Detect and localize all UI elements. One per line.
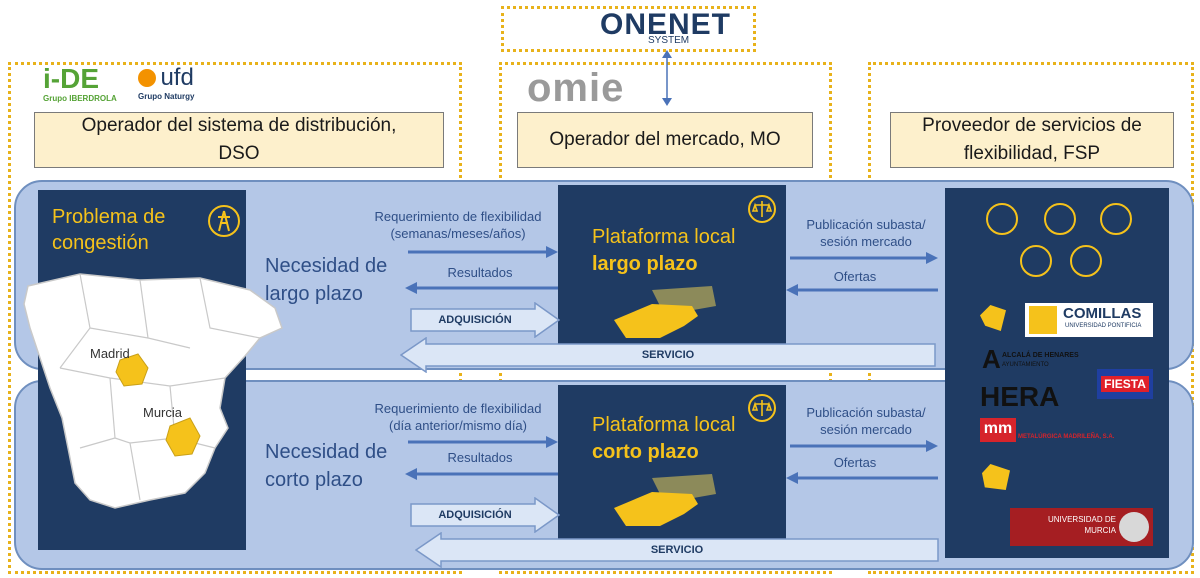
- short-term-platform-line2: corto plazo: [592, 441, 699, 463]
- ufd-logo-sub: Grupo Naturgy: [138, 92, 195, 101]
- short-term-pub-label: Publicación subasta/ sesión mercado: [806, 405, 926, 437]
- long-term-pub-arrow: [790, 252, 938, 264]
- long-term-platform-line2: largo plazo: [592, 253, 698, 275]
- ufd-logo-text: ufd: [160, 64, 194, 91]
- comillas-logo-text: COMILLAS: [1063, 305, 1142, 322]
- long-term-platform-line1: Plataforma local: [592, 226, 736, 248]
- long-term-acquisition-arrow: ADQUISICIÓN: [410, 302, 560, 338]
- alcala-logo: A ALCALÁ DE HENARES AYUNTAMIENTO: [982, 344, 1079, 374]
- ufd-swirl-icon: [138, 69, 156, 87]
- short-term-req-label: Requerimiento de flexibilidad (día anter…: [374, 401, 542, 433]
- smart-home-icon: [1100, 203, 1132, 235]
- short-term-acquisition-arrow: ADQUISICIÓN: [410, 497, 560, 533]
- ide-logo-sub: Grupo IBERDROLA: [43, 94, 117, 103]
- short-term-service-label: SERVICIO: [650, 544, 704, 556]
- metalurgica-logo-text: METALÚRGICA MADRILEÑA, S.A.: [1018, 434, 1115, 440]
- spain-map: [23, 273, 283, 509]
- short-term-results-arrow: [405, 468, 558, 480]
- comillas-logo-sub: UNIVERSIDAD PONTIFICIA: [1065, 323, 1142, 329]
- onenet-region: [501, 6, 756, 52]
- short-term-platform: [558, 385, 786, 560]
- dso-title-box: Operador del sistema de distribución, DS…: [34, 112, 444, 168]
- short-term-service-arrow: SERVICIO: [415, 532, 939, 568]
- solar-panel-icon: [1044, 203, 1076, 235]
- long-term-results-label: Resultados: [447, 265, 513, 280]
- short-term-offers-arrow: [786, 472, 938, 484]
- short-term-results-label: Resultados: [447, 450, 513, 465]
- alcala-logo-sub: AYUNTAMIENTO: [1002, 362, 1049, 368]
- transmission-tower-icon: [208, 205, 240, 237]
- scales-icon: [748, 195, 776, 223]
- short-term-offers-label: Ofertas: [833, 455, 877, 470]
- long-term-service-arrow: SERVICIO: [400, 337, 936, 373]
- problem-title: Problema de congestión: [52, 206, 166, 254]
- umu-logo: UNIVERSIDAD DE MURCIA: [1010, 508, 1153, 546]
- short-term-platform-line1: Plataforma local: [592, 414, 736, 436]
- onenet-logo-text: ONENET: [600, 8, 732, 41]
- long-term-need: Necesidad de largo plazo: [265, 255, 388, 305]
- long-term-platform-title: Plataforma local largo plazo: [592, 224, 735, 278]
- fiesta-logo: FIESTA: [1097, 369, 1153, 399]
- comillas-logo: COMILLAS UNIVERSIDAD PONTIFICIA: [1025, 303, 1153, 337]
- onenet-logo-sub: SYSTEM: [648, 35, 690, 46]
- umu-logo-text: UNIVERSIDAD DE MURCIA: [1047, 515, 1116, 535]
- electric-vehicle-icon: [1070, 245, 1102, 277]
- long-term-offers-arrow: [786, 284, 938, 296]
- short-term-platform-title: Plataforma local corto plazo: [592, 412, 735, 466]
- short-term-need: Necesidad de corto plazo: [265, 441, 388, 491]
- fsp-title-box: Proveedor de servicios de flexibilidad, …: [890, 112, 1174, 168]
- scales-icon: [748, 394, 776, 422]
- madrid-label: Madrid: [90, 346, 130, 361]
- murcia-region: [165, 417, 201, 457]
- omie-logo: omie: [527, 66, 625, 110]
- ide-logo-text: i-DE: [43, 63, 99, 94]
- long-term-service-label: SERVICIO: [641, 349, 695, 361]
- handshake-icon: [614, 286, 716, 338]
- onenet-logo: ONENET SYSTEM: [600, 8, 750, 47]
- madrid-region: [115, 353, 149, 387]
- short-term-acquisition-label: ADQUISICIÓN: [438, 509, 512, 521]
- ide-logo: i-DE Grupo IBERDROLA: [43, 64, 123, 108]
- mo-title-box: Operador del mercado, MO: [517, 112, 813, 168]
- long-term-req-label: Requerimiento de flexibilidad (semanas/m…: [374, 209, 542, 241]
- short-term-pub-arrow: [790, 440, 938, 452]
- short-term-req-arrow: [408, 436, 558, 448]
- battery-icon: [1020, 245, 1052, 277]
- long-term-acquisition-label: ADQUISICIÓN: [438, 314, 512, 326]
- hera-logo: HERA: [980, 381, 1060, 412]
- long-term-req-arrow: [408, 246, 558, 258]
- long-term-results-arrow: [405, 282, 558, 294]
- mm-logo-text: mm: [980, 418, 1016, 442]
- metalurgica-logo: mm METALÚRGICA MADRILEÑA, S.A.: [980, 418, 1150, 444]
- long-term-offers-label: Ofertas: [833, 269, 877, 284]
- long-term-pub-label: Publicación subasta/ sesión mercado: [806, 217, 926, 249]
- onenet-connector: [662, 50, 672, 106]
- fiesta-logo-text: FIESTA: [1101, 376, 1149, 392]
- wind-turbine-icon: [986, 203, 1018, 235]
- handshake-icon: [614, 474, 716, 526]
- alcala-logo-text: ALCALÁ DE HENARES: [1002, 352, 1079, 359]
- murcia-label: Murcia: [143, 405, 183, 420]
- ufd-logo: ufd Grupo Naturgy: [138, 64, 218, 108]
